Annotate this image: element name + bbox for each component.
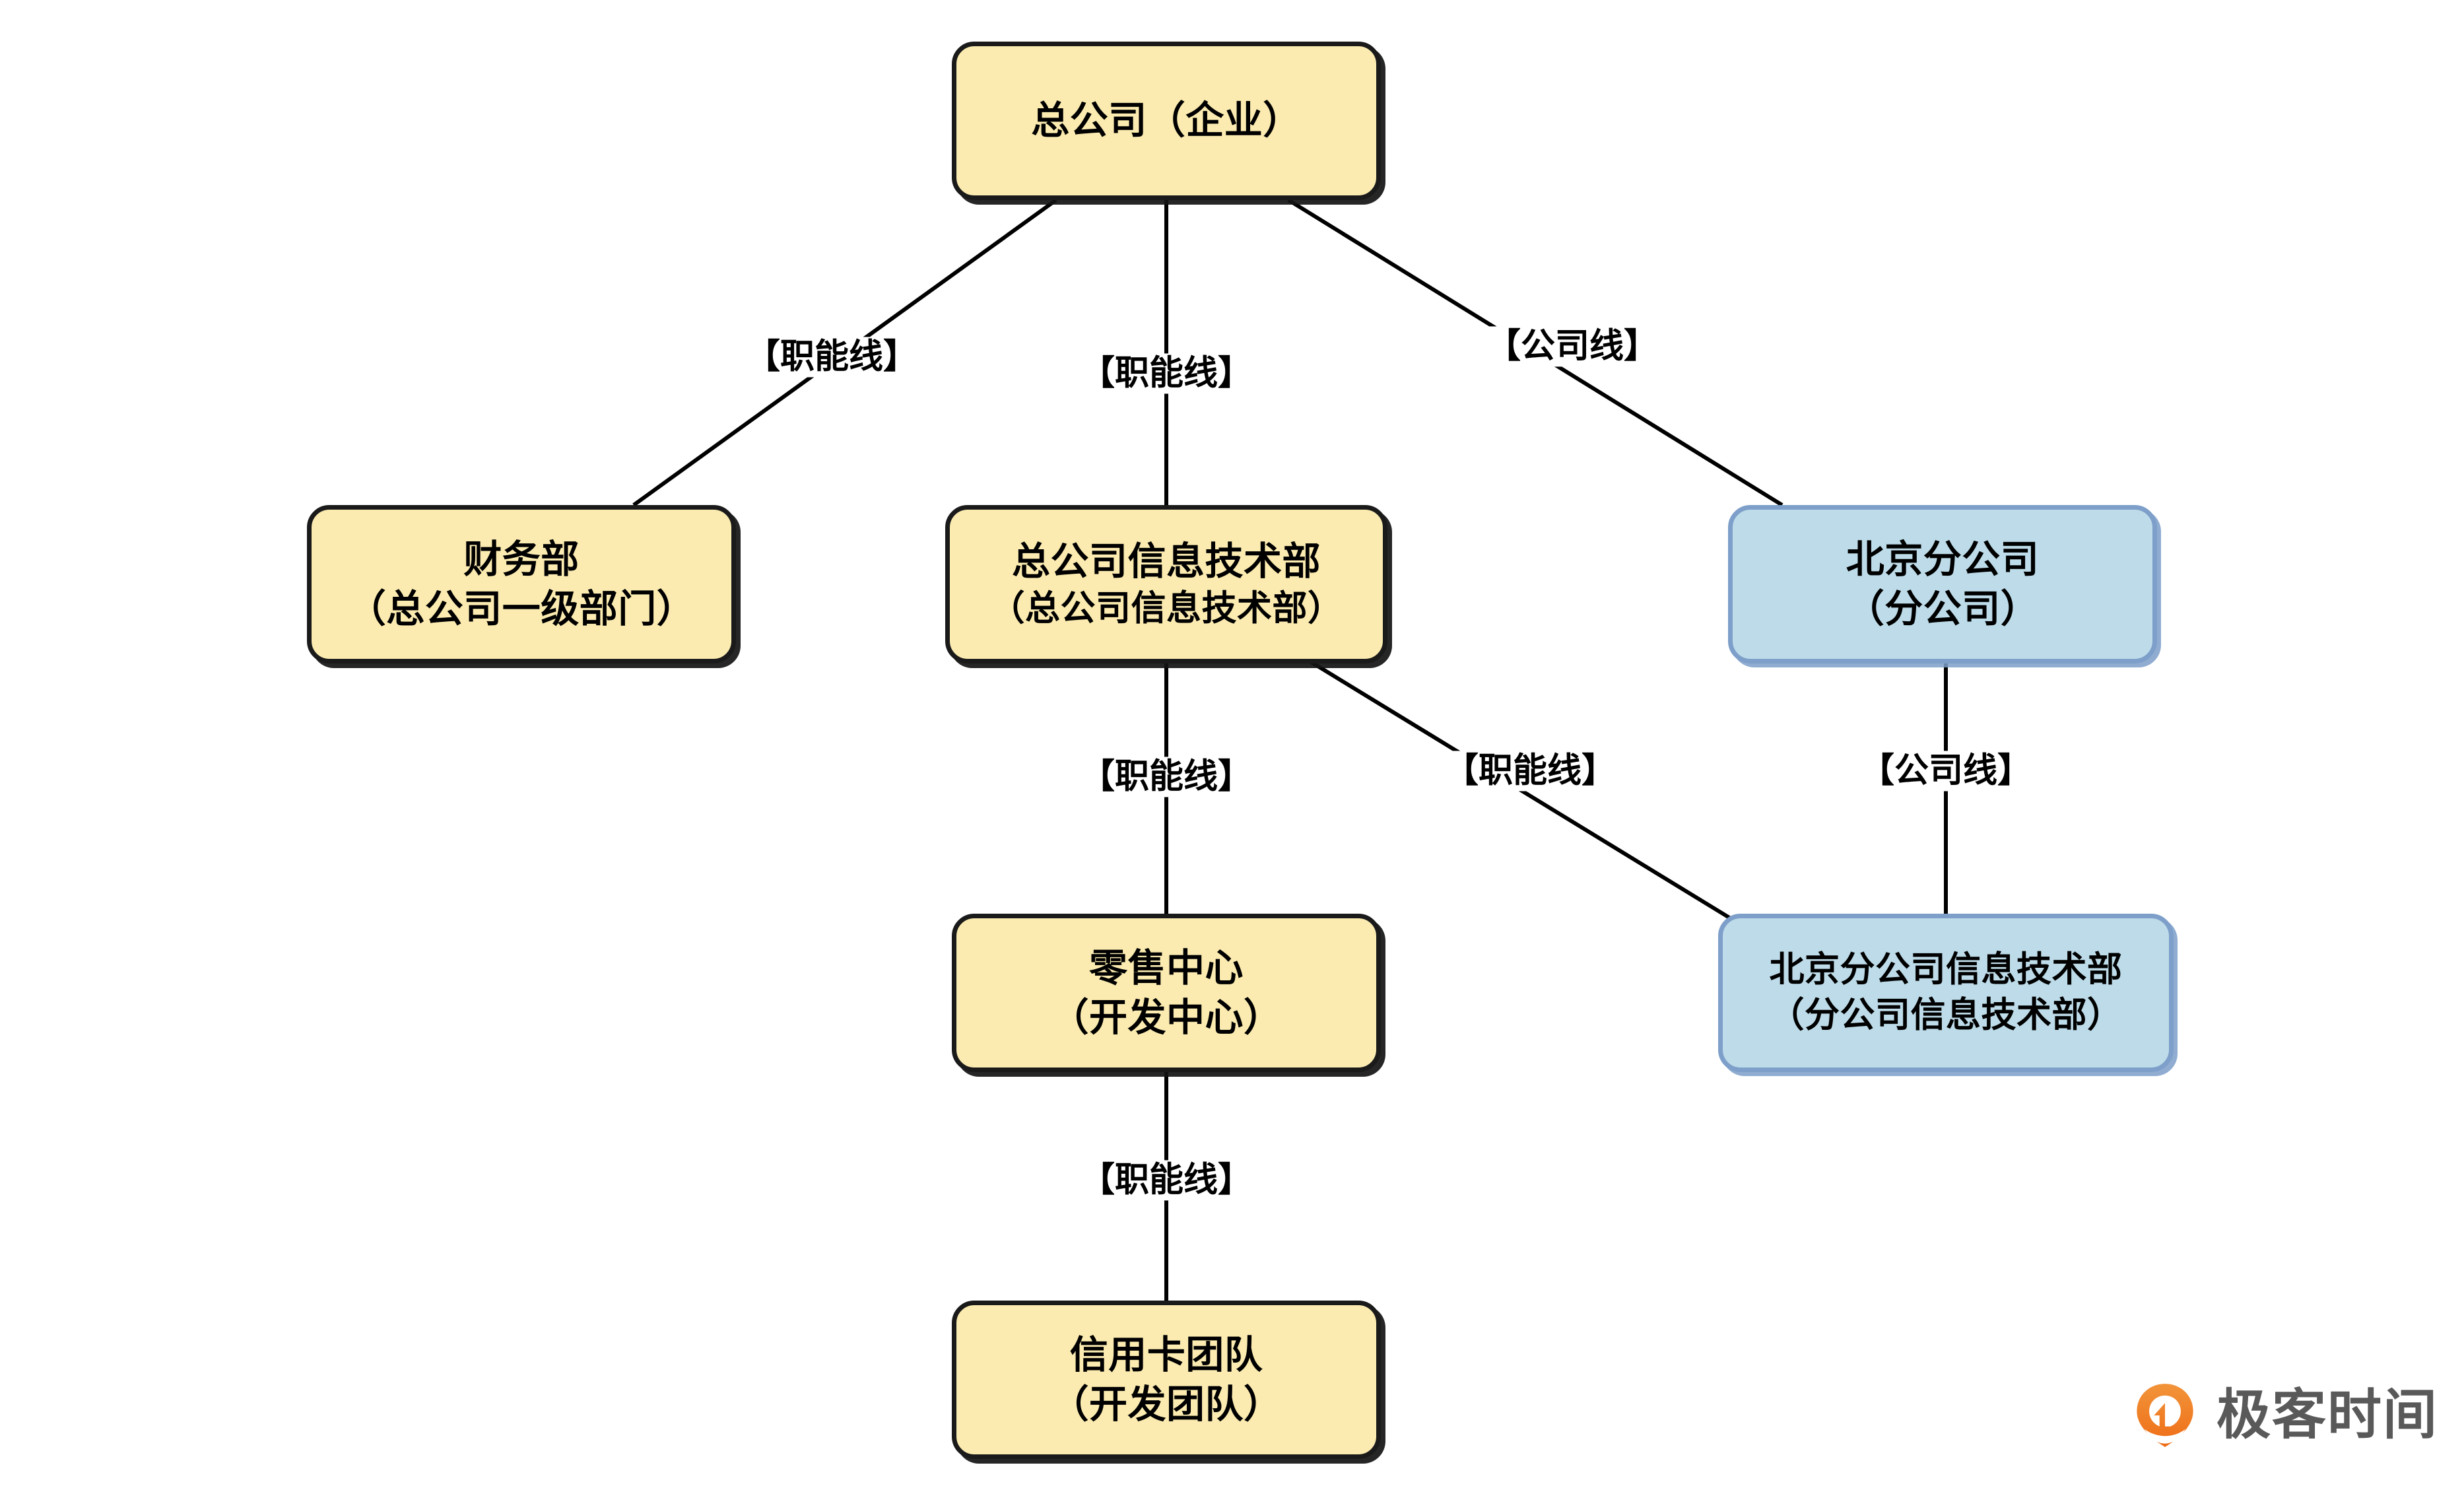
edge-label-hq-to-finance: 【职能线】	[741, 337, 922, 378]
node-beijing-branch[interactable]: 北京分公司 （分公司）	[1728, 505, 2157, 663]
edge-label-retail-center-to-creditcard-team: 【职能线】	[1076, 1160, 1257, 1201]
edge-label-hq-it-to-beijing-branch-it: 【职能线】	[1440, 751, 1620, 792]
node-creditcard-team-title: 信用卡团队	[1069, 1333, 1263, 1376]
node-hq-it[interactable]: 总公司信息技术部 （总公司信息技术部）	[945, 505, 1387, 663]
node-finance[interactable]: 财务部 （总公司一级部门）	[307, 505, 736, 663]
node-retail-center-title: 零售中心	[1088, 946, 1244, 990]
edge-label-hq-it-to-retail-center: 【职能线】	[1076, 757, 1257, 797]
watermark: 极客时间	[2131, 1381, 2438, 1450]
watermark-brand: 极客时间	[2216, 1385, 2439, 1445]
node-finance-subtitle: （总公司一级部门）	[347, 588, 696, 630]
node-hq-it-title: 总公司信息技术部	[1011, 539, 1321, 583]
node-beijing-branch-it[interactable]: 北京分公司信息技术部 （分公司信息技术部）	[1718, 914, 2174, 1072]
node-beijing-branch-title: 北京分公司	[1846, 537, 2040, 581]
node-beijing-branch-subtitle: （分公司）	[1846, 588, 2040, 630]
edge-label-hq-to-beijing-branch: 【公司线】	[1482, 326, 1663, 367]
node-hq-title: 总公司（企业）	[1031, 99, 1302, 143]
node-beijing-branch-it-title: 北京分公司信息技术部	[1769, 950, 2123, 990]
edge-label-hq-to-hq-it: 【职能线】	[1076, 353, 1257, 394]
geektime-pin-icon	[2137, 1384, 2193, 1447]
node-hq[interactable]: 总公司（企业）	[952, 42, 1381, 200]
node-creditcard-team-subtitle: （开发团队）	[1050, 1383, 1282, 1426]
node-hq-it-subtitle: （总公司信息技术部）	[989, 589, 1343, 628]
node-retail-center[interactable]: 零售中心 （开发中心）	[952, 914, 1381, 1072]
node-beijing-branch-it-subtitle: （分公司信息技术部）	[1769, 996, 2123, 1034]
node-finance-title: 财务部	[463, 537, 580, 581]
node-retail-center-subtitle: （开发中心）	[1050, 996, 1282, 1039]
node-creditcard-team[interactable]: 信用卡团队 （开发团队）	[952, 1301, 1381, 1459]
edge-label-beijing-branch-to-beijing-branch-it: 【公司线】	[1855, 751, 2036, 792]
